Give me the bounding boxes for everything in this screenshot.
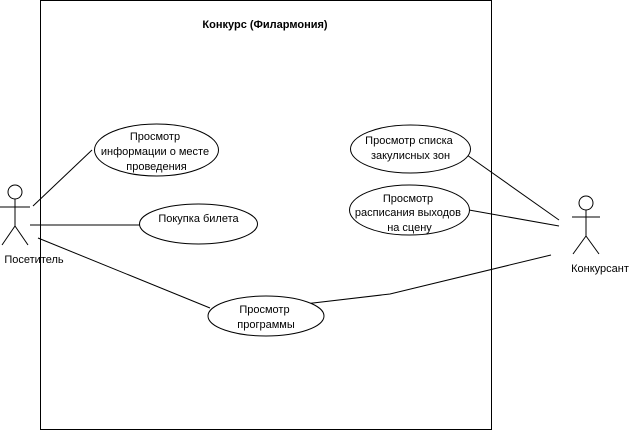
use-case-venue-info[interactable]: Просмотр информации о месте проведения bbox=[94, 123, 219, 177]
use-case-venue-info-shape bbox=[94, 123, 219, 177]
use-case-venue-info-label: Просмотр информации о месте проведения bbox=[101, 131, 212, 173]
actor-contestant-right-leg-icon bbox=[585, 235, 600, 255]
use-case-buy-ticket-label: Покупка билета bbox=[158, 213, 239, 225]
use-case-program[interactable]: Просмотр программы bbox=[207, 295, 325, 337]
use-case-buy-ticket[interactable]: Покупка билета bbox=[139, 203, 258, 245]
association-visitor-venue-info[interactable] bbox=[32, 149, 93, 207]
actor-visitor-left-leg-icon bbox=[1, 225, 16, 246]
association-program-contestant[interactable] bbox=[295, 254, 552, 306]
use-case-backstage-label: Просмотр списка закулисных зон bbox=[365, 135, 456, 162]
use-case-program-label: Просмотр программы bbox=[237, 304, 295, 331]
actor-contestant-label: Конкурсант bbox=[571, 263, 629, 275]
actor-contestant-left-leg-icon bbox=[572, 235, 587, 255]
actor-visitor-head-icon bbox=[7, 184, 23, 200]
use-case-stage-schedule-label: Просмотр расписания выходов на сцену bbox=[355, 193, 464, 234]
actor-contestant[interactable] bbox=[572, 195, 600, 255]
actor-visitor-label: Посетитель bbox=[4, 254, 64, 266]
use-case-stage-schedule[interactable]: Просмотр расписания выходов на сцену bbox=[349, 184, 470, 236]
actor-visitor[interactable] bbox=[0, 184, 30, 246]
use-case-stage-schedule-shape bbox=[349, 184, 470, 236]
use-case-backstage[interactable]: Просмотр списка закулисных зон bbox=[350, 124, 471, 174]
actor-contestant-head-icon bbox=[578, 195, 594, 211]
use-case-program-shape bbox=[207, 295, 325, 337]
association-schedule-contestant[interactable] bbox=[468, 209, 560, 227]
association-backstage-contestant[interactable] bbox=[466, 154, 560, 221]
actor-visitor-right-leg-icon bbox=[14, 225, 29, 246]
use-case-buy-ticket-shape bbox=[139, 203, 258, 245]
associations bbox=[30, 149, 560, 309]
system-title: Конкурс (Филармония) bbox=[202, 19, 327, 31]
use-case-backstage-shape bbox=[350, 124, 471, 174]
association-visitor-program[interactable] bbox=[37, 237, 211, 309]
